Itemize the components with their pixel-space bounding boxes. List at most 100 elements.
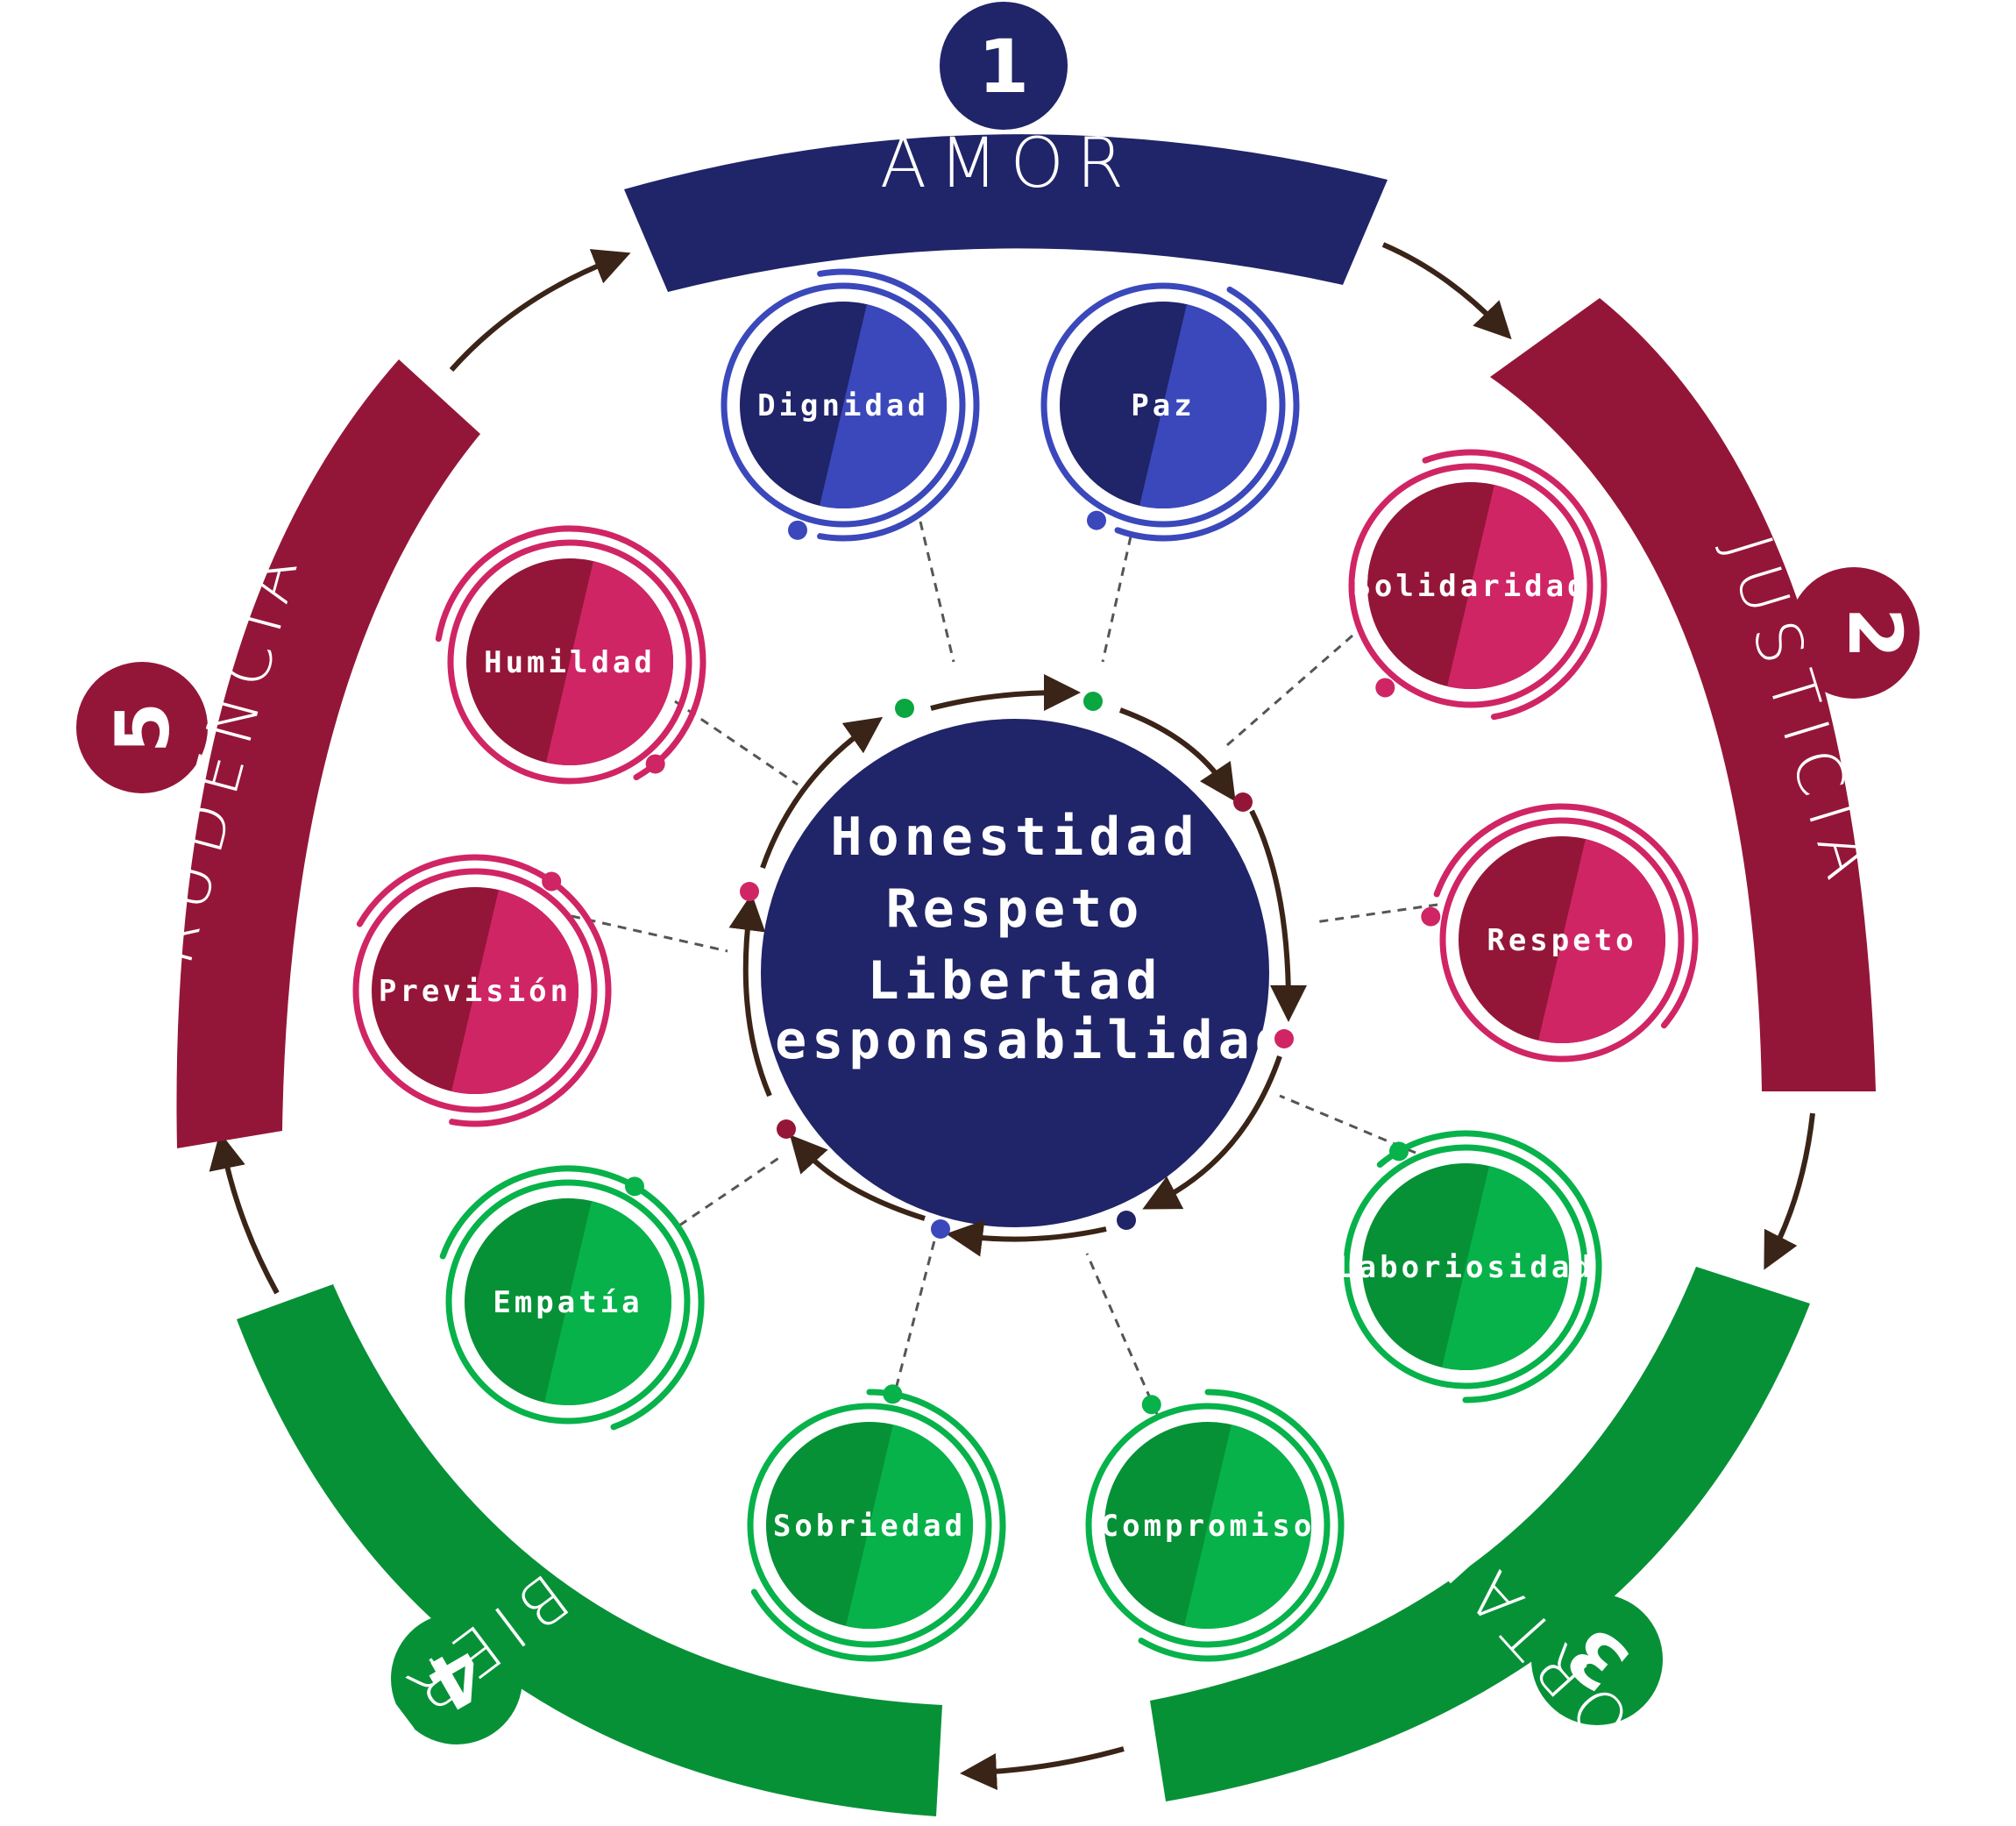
value-inner-ring (457, 1190, 679, 1413)
value-label-paz: Paz (1131, 388, 1195, 423)
inner-dot (895, 699, 914, 718)
value-node-humildad: Humildad (435, 525, 706, 785)
value-inner-ring (364, 879, 586, 1102)
connector-paz (1101, 536, 1132, 663)
value-ring (1343, 1144, 1588, 1389)
value-disc-highlight (817, 302, 947, 508)
number-1-text: 1 (978, 24, 1029, 110)
center-line-3: Libertad (868, 950, 1163, 1012)
value-inner-ring (758, 1414, 981, 1637)
arrow-1-to-2 (1381, 242, 1512, 340)
segment-justicia: 2 JUSTICIA (1490, 298, 1920, 1091)
value-inner-ring (1451, 828, 1673, 1051)
arrow-3-to-4 (960, 1746, 1125, 1790)
inner-arrow-4 (1142, 1055, 1282, 1210)
value-ring (721, 282, 966, 528)
value-outer-arc (1433, 803, 1699, 1029)
value-ring (1439, 817, 1685, 1062)
prudencia-band (176, 359, 480, 1148)
inner-arrow-6 (789, 1134, 926, 1221)
number-badge-3 (1531, 1594, 1663, 1725)
value-dot (1375, 678, 1395, 698)
connector-compromiso (1085, 1253, 1159, 1415)
amor-band (624, 134, 1388, 292)
connector-dignidad (919, 521, 955, 663)
value-disc-highlight (1182, 1422, 1311, 1629)
value-outer-arc (1422, 449, 1608, 721)
value-node-compromiso: Compromiso (1085, 1389, 1345, 1662)
value-node-respeto: Respeto (1421, 803, 1699, 1062)
inner-dot (777, 1119, 796, 1139)
value-label-humildad: Humildad (484, 645, 656, 680)
center-line-1: Honestidad (830, 806, 1199, 868)
value-label-laboriosidad: Laboriosidad (1337, 1250, 1594, 1285)
inner-dot (740, 882, 759, 901)
value-ring (1085, 1403, 1331, 1648)
value-inner-ring (1097, 1414, 1319, 1637)
number-badge-5 (76, 662, 208, 793)
value-outer-arc (1138, 1389, 1345, 1662)
number-2-text: 2 (1832, 607, 1918, 658)
value-outer-arc (435, 525, 706, 781)
center-hub: Honestidad Respeto Libertad Responsabili… (738, 719, 1292, 1227)
amor-label: AMOR (880, 124, 1136, 203)
value-dot (1087, 510, 1106, 530)
value-outer-arc (439, 1165, 705, 1431)
value-ring (1348, 463, 1594, 708)
value-label-empatia: Empatía (493, 1285, 642, 1320)
inner-arrow-3 (1249, 809, 1307, 1022)
inner-dot (1117, 1211, 1136, 1230)
number-badge-4 (391, 1613, 522, 1744)
number-5-text: 5 (100, 702, 186, 753)
value-disc-highlight (542, 1198, 671, 1405)
value-disc-highlight (1536, 836, 1665, 1043)
value-ring (352, 868, 598, 1113)
inner-arrow-1 (930, 674, 1081, 712)
value-dot (1421, 906, 1441, 927)
value-node-laboriosidad: Laboriosidad (1337, 1130, 1602, 1403)
value-node-prevision: Previsión (352, 854, 612, 1127)
value-node-sobriedad: Sobriedad (747, 1384, 1006, 1662)
value-label-respeto: Respeto (1487, 923, 1636, 958)
value-label-dignidad: Dignidad (757, 388, 929, 423)
value-label-solidaridad: Solidaridad (1352, 569, 1588, 604)
value-node-empatia: Empatía (439, 1165, 705, 1431)
value-inner-ring (1359, 474, 1582, 697)
value-disc-highlight (1445, 482, 1574, 689)
inner-cycle-arrows (728, 674, 1307, 1257)
arrow-5-to-1 (449, 249, 631, 372)
value-dot (1141, 1395, 1161, 1415)
justicia-band (1490, 298, 1876, 1091)
center-line-4: Responsabilidad (738, 1010, 1292, 1071)
value-dot (542, 871, 562, 892)
segment-amor: 1 AMOR (624, 2, 1388, 292)
value-dot (625, 1176, 644, 1197)
value-inner-ring (732, 294, 955, 516)
center-line-2: Respeto (886, 878, 1145, 940)
inner-dot (1233, 792, 1253, 812)
number-badge-1 (940, 2, 1068, 130)
value-node-paz: Paz (1040, 282, 1300, 542)
fortaleza-band (1150, 1267, 1810, 1801)
value-node-solidaridad: Solidaridad (1348, 449, 1608, 721)
inner-arrow-2 (1118, 707, 1236, 802)
value-dot (1389, 1141, 1409, 1162)
value-inner-ring (458, 551, 681, 773)
value-node-dignidad: Dignidad (721, 268, 980, 542)
inner-dot (1083, 692, 1103, 711)
cycle-arrows (209, 242, 1815, 1790)
value-outer-arc (750, 1389, 1006, 1662)
value-outer-arc (1114, 286, 1300, 542)
inner-arrow-5 (946, 1219, 1107, 1257)
value-disc-highlight (449, 887, 579, 1094)
inner-arrow-8 (760, 716, 884, 869)
connector-sobriedad (891, 1226, 940, 1403)
connector-prevision (571, 914, 728, 953)
value-disc-highlight (1439, 1163, 1569, 1370)
arrow-2-to-3 (1764, 1112, 1815, 1270)
connector-solidaridad (1226, 634, 1353, 747)
value-ring (445, 1179, 691, 1425)
inner-arrow-7 (728, 893, 772, 1098)
number-badge-2 (1788, 567, 1920, 699)
